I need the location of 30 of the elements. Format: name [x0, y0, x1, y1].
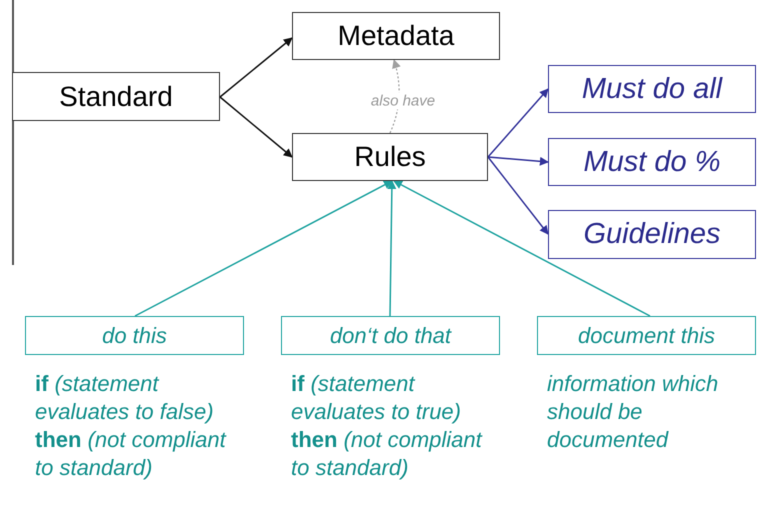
description-text: if (statement evaluates to true) then (not compliant to standard) [291, 370, 484, 482]
box-label: Rules [354, 141, 426, 173]
box-label: Must do all [582, 72, 722, 106]
action-box [25, 316, 244, 355]
arrow [220, 37, 293, 98]
box-label: Standard [59, 80, 173, 112]
concept-box [292, 12, 500, 60]
arrow [220, 96, 293, 158]
box-label: Must do % [584, 146, 720, 178]
concept-box [292, 133, 488, 181]
arrow [488, 156, 549, 166]
description-text: information which should be documented [547, 370, 720, 454]
action-box [537, 316, 756, 355]
arrow [393, 180, 650, 317]
edge-label: also have [368, 92, 438, 109]
arrow [134, 180, 393, 317]
box-label: Metadata [338, 20, 454, 52]
arrow [487, 88, 549, 158]
box-label: document this [578, 322, 715, 348]
box-label: Guidelines [583, 218, 721, 251]
box-label: do this [102, 322, 167, 348]
arrow [387, 180, 396, 316]
category-box [548, 210, 756, 259]
arrow [487, 156, 549, 235]
description-text: if (statement evaluates to false) then (not compliant to standard) [35, 370, 228, 482]
action-box [281, 316, 500, 355]
category-box [548, 138, 756, 186]
concept-box [12, 72, 220, 121]
box-label: don‘t do that [330, 322, 452, 348]
category-box [548, 65, 756, 113]
